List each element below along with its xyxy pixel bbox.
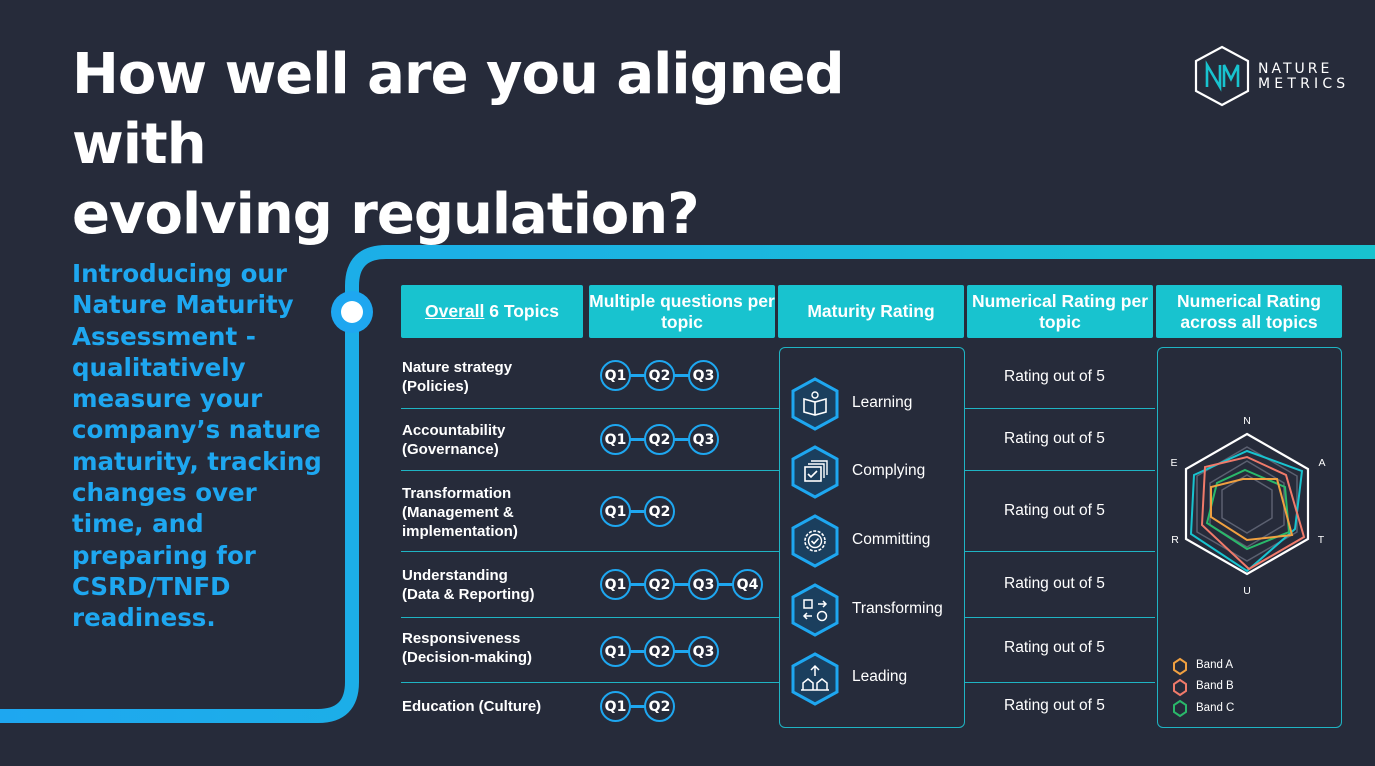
rating-per-topic: Rating out of 5 (1004, 502, 1105, 519)
radar-axis-label: E (1170, 457, 1177, 469)
transform-icon (791, 583, 839, 637)
maturity-committing: Committing (852, 531, 931, 548)
leading-icon (791, 652, 839, 706)
topic-understanding: Understanding(Data & Reporting) (402, 567, 535, 603)
radar-panel (1157, 347, 1342, 728)
question-bubble[interactable]: Q3 (688, 569, 719, 600)
page-title: How well are you aligned with evolving r… (72, 42, 845, 247)
badge-check-icon (791, 514, 839, 568)
radar-axis-label: N (1243, 415, 1251, 427)
question-bubble[interactable]: Q3 (688, 424, 719, 455)
question-bubble[interactable]: Q2 (644, 360, 675, 391)
radar-chart: N A T U R E (1170, 415, 1326, 718)
legend-band-b: Band B (1196, 680, 1234, 692)
radar-axis-label: A (1318, 457, 1325, 469)
topic-nature-strategy: Nature strategy(Policies) (402, 359, 513, 395)
legend-swatch-band-a (1173, 657, 1187, 676)
header-rating-all: Numerical Rating across all topics (1156, 285, 1342, 338)
question-bubble[interactable]: Q2 (644, 569, 675, 600)
question-bubble[interactable]: Q2 (644, 691, 675, 722)
legend-swatch-band-c (1173, 699, 1187, 718)
logo-wordmark: NATURE METRICS (1258, 61, 1350, 92)
row-divider (401, 470, 1155, 471)
row-divider (401, 682, 1155, 683)
question-bubble[interactable]: Q3 (688, 636, 719, 667)
header-maturity: Maturity Rating (778, 285, 964, 338)
maturity-complying: Complying (852, 462, 926, 479)
nature-metrics-logo-icon (1194, 45, 1250, 107)
legend-band-a: Band A (1196, 659, 1234, 671)
header-topics: Overall 6 Topics (401, 285, 583, 338)
intro-text: Introducing our Nature Maturity Assessme… (72, 259, 322, 633)
question-bubble[interactable]: Q2 (644, 496, 675, 527)
legend-swatch-band-b (1173, 678, 1187, 697)
rating-per-topic: Rating out of 5 (1004, 368, 1105, 385)
question-bubble[interactable]: Q1 (600, 691, 631, 722)
row-divider (401, 551, 1155, 552)
topic-accountability: Accountability(Governance) (402, 422, 506, 458)
row-divider (401, 408, 1155, 409)
question-bubble[interactable]: Q1 (600, 496, 631, 527)
question-connector (616, 510, 660, 513)
question-bubble[interactable]: Q1 (600, 360, 631, 391)
topic-responsiveness: Responsiveness(Decision-making) (402, 630, 533, 666)
question-connector (616, 583, 748, 586)
checklist-icon (791, 445, 839, 499)
maturity-learning: Learning (852, 394, 913, 411)
maturity-leading: Leading (852, 668, 908, 685)
row-divider (401, 617, 1155, 618)
radar-axis-label: T (1318, 534, 1325, 546)
question-bubble[interactable]: Q1 (600, 424, 631, 455)
question-bubble[interactable]: Q2 (644, 636, 675, 667)
question-bubble[interactable]: Q2 (644, 424, 675, 455)
rating-per-topic: Rating out of 5 (1004, 575, 1105, 592)
topic-transformation: Transformation(Management &implementatio… (402, 485, 518, 540)
overall-link[interactable]: Overall (425, 301, 485, 321)
topic-education: Education (Culture) (402, 698, 542, 715)
header-questions: Multiple questions per topic (589, 285, 775, 338)
radar-axis-label: U (1243, 585, 1251, 597)
radar-axis-label: R (1171, 534, 1179, 546)
legend-band-c: Band C (1196, 702, 1235, 714)
question-bubble[interactable]: Q3 (688, 360, 719, 391)
question-bubble[interactable]: Q4 (732, 569, 763, 600)
book-icon (791, 377, 839, 431)
rating-per-topic: Rating out of 5 (1004, 430, 1105, 447)
question-connector (616, 705, 660, 708)
maturity-transforming: Transforming (852, 600, 943, 617)
rating-per-topic: Rating out of 5 (1004, 639, 1105, 656)
question-bubble[interactable]: Q1 (600, 569, 631, 600)
rating-per-topic: Rating out of 5 (1004, 697, 1105, 714)
question-bubble[interactable]: Q1 (600, 636, 631, 667)
header-rating-topic: Numerical Rating per topic (967, 285, 1153, 338)
